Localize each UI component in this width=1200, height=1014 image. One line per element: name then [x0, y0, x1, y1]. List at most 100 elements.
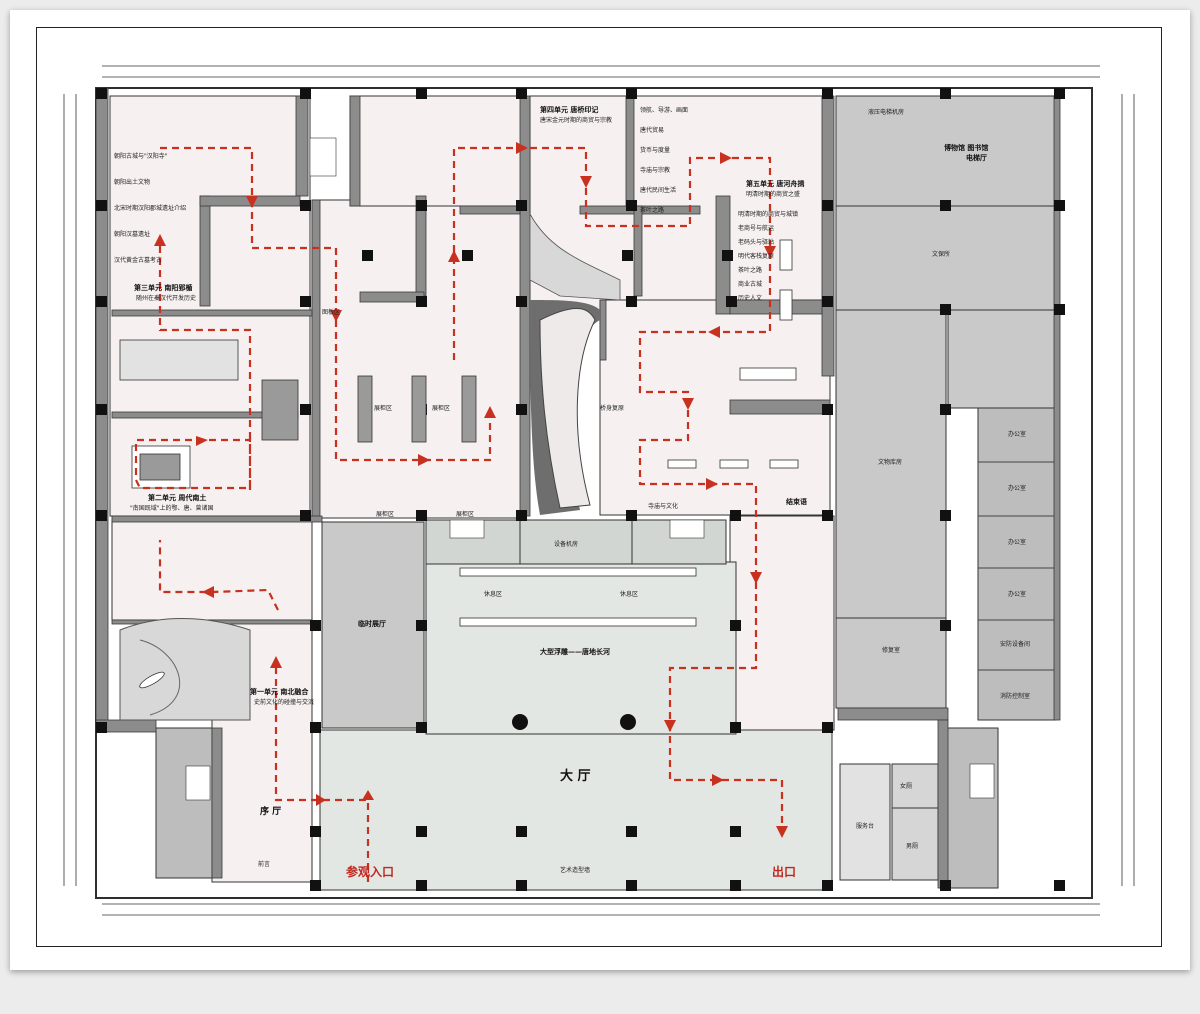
security-room-label: 安防设备间	[1000, 640, 1030, 648]
temp-hall-label: 临时展厅	[358, 619, 386, 628]
hydraulic-room-label: 液压电梯机房	[868, 108, 904, 116]
column	[96, 200, 107, 211]
exhibit-item-label: 唐代民间生活	[640, 186, 676, 194]
column	[940, 510, 951, 521]
relics-store-label: 文物库房	[878, 458, 902, 466]
restore-room-label: 修复室	[882, 646, 900, 654]
exhibit-item-label: 历史人文	[738, 294, 762, 302]
column	[300, 88, 311, 99]
column	[730, 510, 741, 521]
column	[516, 88, 527, 99]
female-restroom-label: 女厕	[900, 782, 912, 790]
column	[516, 510, 527, 521]
exhibit-item-label: 汉代黄金古墓考古	[114, 256, 162, 264]
column	[96, 88, 107, 99]
column	[300, 200, 311, 211]
exhibit-item-label: 明代客栈复原	[738, 252, 774, 260]
exhibit-item-label: 北宋时期汉阳郡城遗址介绍	[114, 204, 186, 212]
curved-ramp	[119, 212, 621, 721]
column	[416, 200, 427, 211]
column	[1054, 880, 1065, 891]
exhibit-item-label: 朝阳古城与"汉阳寺"	[114, 152, 168, 160]
fire-control-label: 消防控制室	[1000, 692, 1030, 700]
bridge-restoration-label: 桥身复原	[600, 404, 624, 412]
exhibit-item-label: 商业古城	[738, 280, 762, 288]
showcase-2-label: 展柜区	[432, 404, 450, 412]
column	[310, 620, 321, 631]
column	[626, 88, 637, 99]
column	[622, 250, 633, 261]
admin-zones	[155, 95, 1059, 889]
column	[1054, 88, 1065, 99]
column	[300, 296, 311, 307]
column	[626, 296, 637, 307]
exhibit-item-label: 老商号与航运	[738, 224, 774, 232]
exhibit-item-label: 茶叶之路	[738, 266, 762, 274]
unit4-subtitle: 唐宋金元时期的商贸与宗教	[540, 116, 612, 124]
column	[300, 404, 311, 415]
column	[516, 404, 527, 415]
column	[416, 88, 427, 99]
route-arrows	[154, 142, 788, 838]
relief-label: 大型浮雕——唐地长河	[540, 647, 610, 656]
column	[940, 88, 951, 99]
column	[822, 880, 833, 891]
column	[462, 250, 473, 261]
column	[416, 722, 427, 733]
exhibit-item-label: 货币与度量	[640, 146, 670, 154]
column	[310, 826, 321, 837]
display-cases	[119, 239, 799, 627]
column	[416, 880, 427, 891]
foreword-label: 前言	[258, 860, 270, 868]
column	[516, 200, 527, 211]
column	[822, 88, 833, 99]
column	[416, 826, 427, 837]
unit5-title: 第五单元 唐河舟揖	[746, 179, 804, 188]
chart-area-label: 图板区	[322, 308, 340, 316]
column	[416, 296, 427, 307]
service-desk-label: 服务台	[856, 822, 874, 830]
exit-label: 出口	[772, 864, 796, 879]
preface-label: 序 厅	[260, 805, 281, 817]
showcase-1-label: 展柜区	[374, 404, 392, 412]
column	[730, 880, 741, 891]
dimension-lines	[63, 65, 1135, 916]
column	[310, 722, 321, 733]
column	[416, 510, 427, 521]
unit3-item-list: 朝阳古城与"汉阳寺"朝阳出土文物北宋时期汉阳郡城遗址介绍朝阳汉墓遗址汉代黄金古墓…	[114, 152, 186, 264]
column	[822, 510, 833, 521]
main-hall-zone	[319, 519, 833, 891]
column	[822, 296, 833, 307]
column	[626, 826, 637, 837]
stairs	[185, 137, 995, 801]
office-4-label: 办公室	[1008, 590, 1026, 598]
column	[940, 200, 951, 211]
entrance-label: 参观入口	[346, 864, 394, 879]
unit4-title: 第四单元 唐桥印记	[540, 105, 598, 114]
column	[730, 722, 741, 733]
column	[722, 250, 733, 261]
unit2-subtitle: "南国既域"上的鄂、唐、曾诸国	[130, 504, 214, 512]
column	[940, 404, 951, 415]
exhibit-item-label: 寺庙与宗教	[640, 166, 670, 174]
male-restroom-label: 男厕	[906, 843, 918, 850]
rest-area-1-label: 休息区	[484, 590, 502, 598]
column	[822, 404, 833, 415]
exhibit-item-label: 朝阳出土文物	[114, 178, 150, 186]
column	[1054, 304, 1065, 315]
conclusion-label: 结束语	[785, 497, 807, 506]
hall-label: 大 厅	[560, 768, 591, 784]
column	[1054, 200, 1065, 211]
column	[626, 880, 637, 891]
showcase-4-label: 展柜区	[456, 510, 474, 518]
rest-area-2-label: 休息区	[620, 590, 638, 598]
unit3-title: 第三单元 南阳郢楯	[134, 283, 192, 292]
exhibit-item-label: 老码头与驿站	[738, 238, 774, 246]
column	[730, 826, 741, 837]
gallery-zones	[109, 95, 835, 883]
column	[626, 200, 637, 211]
column	[940, 880, 951, 891]
